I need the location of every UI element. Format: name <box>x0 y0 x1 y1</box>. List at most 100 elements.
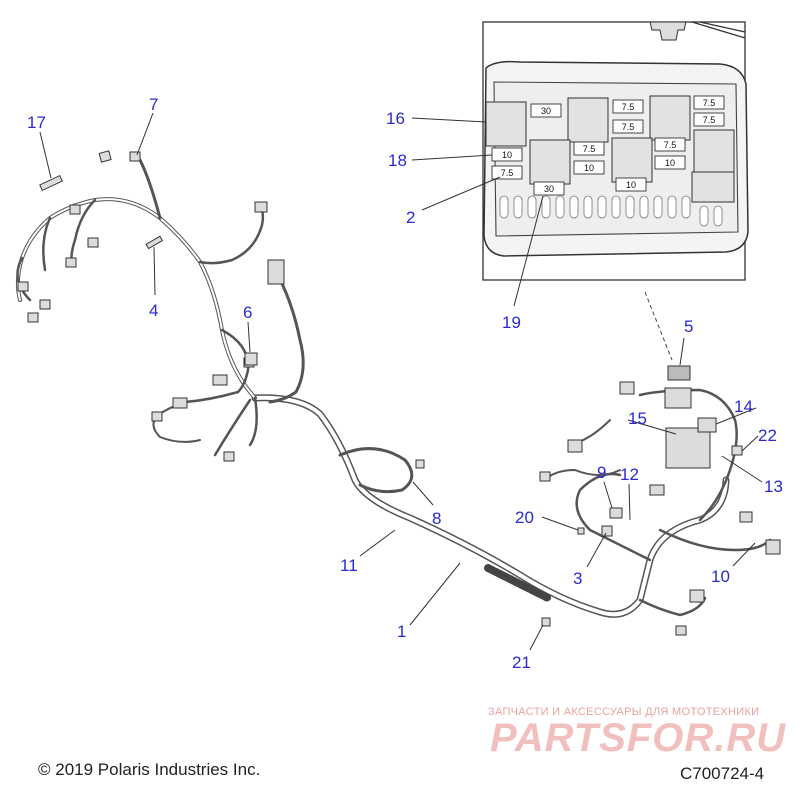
callout-19: 19 <box>502 313 521 332</box>
relay-group <box>485 95 735 203</box>
leader-2 <box>421 176 501 211</box>
fuse <box>612 99 644 114</box>
callout-18: 18 <box>388 151 407 170</box>
harness-branch <box>16 198 97 302</box>
fuse-rating: 7.5 <box>501 168 514 178</box>
fuse <box>693 95 725 110</box>
connector <box>689 589 705 603</box>
harness-branch <box>638 596 707 617</box>
callout-2: 2 <box>406 208 415 227</box>
relay-14 <box>697 417 717 433</box>
relay <box>693 129 735 175</box>
pin-slot <box>611 195 621 219</box>
harness-branch <box>198 203 265 265</box>
fuse-rating: 7.5 <box>622 102 635 112</box>
fuse <box>612 119 644 134</box>
diagram-code: C700724-4 <box>680 764 765 783</box>
callout-7: 7 <box>149 95 158 114</box>
component-21 <box>541 617 551 627</box>
main-harness-trunk-inner <box>253 395 728 617</box>
callout-11: 11 <box>340 556 358 575</box>
relay-22 <box>731 445 743 456</box>
connector <box>223 451 235 462</box>
leader-8 <box>412 481 434 506</box>
pin-slot <box>513 195 523 219</box>
main-harness-trunk <box>251 394 730 618</box>
callout-16: 16 <box>386 109 405 128</box>
pin-slot <box>597 195 607 219</box>
connector <box>129 151 141 162</box>
leader-11 <box>359 529 396 557</box>
component-20 <box>577 527 585 535</box>
harness-branch <box>268 268 305 404</box>
pin-slot <box>681 195 691 219</box>
connector <box>539 471 551 482</box>
front-harness-branch <box>15 197 257 400</box>
pin-slot <box>541 195 551 219</box>
fuse <box>491 147 523 162</box>
callout-15: 15 <box>628 409 647 428</box>
leader-4 <box>153 246 156 296</box>
relay-16 <box>485 101 527 147</box>
fuse-cluster <box>667 365 691 381</box>
connector <box>39 299 51 310</box>
pin-slot <box>667 195 677 219</box>
fuse-group: 30 7.5 7.5 7.5 7.5 7.5 10 7.5 7.5 10 10 … <box>491 95 725 196</box>
fuse-box-detail: 30 7.5 7.5 7.5 7.5 7.5 10 7.5 7.5 10 10 … <box>482 21 749 281</box>
callout-20: 20 <box>515 508 534 527</box>
connector <box>172 397 188 409</box>
fuse-rating: 7.5 <box>703 98 716 108</box>
callout-21: 21 <box>512 653 531 672</box>
pin-slot <box>625 195 635 219</box>
fuse-rating: 30 <box>544 184 554 194</box>
leader-9 <box>603 481 613 509</box>
leader-1 <box>409 562 461 626</box>
component-4 <box>145 235 164 250</box>
pin-slot <box>555 195 565 219</box>
leader-3 <box>586 532 607 568</box>
connector-block <box>267 259 285 285</box>
callout-12: 12 <box>620 465 639 484</box>
leader-lines <box>39 112 763 651</box>
callout-labels: 1 2 3 4 5 6 7 8 9 10 11 12 13 14 15 16 1… <box>27 95 783 672</box>
connector <box>567 439 583 453</box>
leader-18 <box>411 154 493 161</box>
pin-slot <box>527 195 537 219</box>
connector <box>17 281 29 292</box>
callout-14: 14 <box>734 397 753 416</box>
connector <box>765 539 781 555</box>
fuse <box>615 177 647 192</box>
harness-branch <box>183 390 258 457</box>
harness-branch <box>658 528 772 552</box>
connector <box>739 511 753 523</box>
connector <box>98 150 112 163</box>
harness-tape <box>484 564 552 602</box>
fuse-box-component <box>664 387 692 409</box>
callout-13: 13 <box>764 477 783 496</box>
relay-block <box>665 427 711 469</box>
fuse-rating: 7.5 <box>664 140 677 150</box>
connector <box>254 201 268 213</box>
fuse-rating: 10 <box>665 158 675 168</box>
copyright-text: © 2019 Polaris Industries Inc. <box>38 760 261 779</box>
leader-16 <box>411 117 487 123</box>
callout-1: 1 <box>397 622 406 641</box>
harness-branch <box>575 472 652 562</box>
leader-15 <box>627 419 677 435</box>
harness-branch <box>152 401 201 443</box>
pin-slot <box>499 195 509 219</box>
leader-21 <box>529 624 544 651</box>
pin-slot <box>569 195 579 219</box>
callout-4: 4 <box>149 301 158 320</box>
leader-6 <box>247 321 251 353</box>
fuse-rating: 10 <box>502 150 512 160</box>
pin-slot <box>653 195 663 219</box>
connector <box>675 625 687 636</box>
front-harness-branch-inner <box>16 198 256 399</box>
detail-wire <box>691 21 746 39</box>
connector <box>151 411 163 422</box>
component-17 <box>39 174 63 192</box>
leader-7 <box>136 112 154 156</box>
connector <box>212 374 228 386</box>
fuse <box>573 160 605 175</box>
